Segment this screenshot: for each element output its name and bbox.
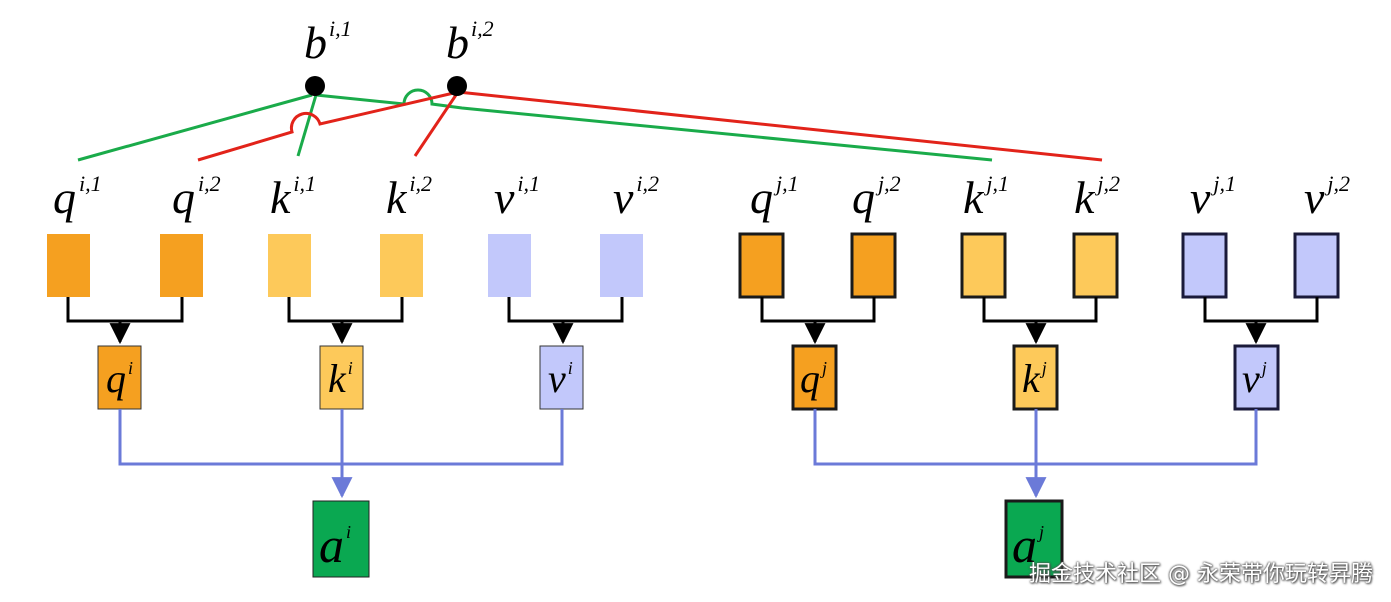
merge-connector-k-j [982,297,1098,342]
red-line-to-q-i2 [197,90,459,162]
head-box-v-i2 [600,234,643,297]
merged-box-q-i [97,345,142,410]
head-box-v-j1 [1181,232,1228,299]
merged-box-v-j [1233,344,1280,411]
green-line-to-k-j1 [315,88,993,162]
green-line-to-k-i1 [296,94,318,157]
merge-connector-q-j [760,297,876,342]
head-box-k-j2 [1072,232,1119,299]
merge-connector-v-j [1203,297,1319,342]
watermark-text: 掘金技术社区 @ 永荣带你玩转昇腾 [1029,562,1373,587]
merged-box-v-i [539,345,584,410]
source-box-a-j [1004,499,1064,579]
head-box-q-j2 [850,232,897,299]
merged-box-k-i [319,345,364,410]
output-label-b-i2: bi,2 [446,16,494,68]
output-nodes: bi,1 bi,2 [304,16,494,96]
green-line-to-q-i1 [77,93,313,162]
merge-connector-v-i [507,297,624,342]
output-node-b-i2 [447,76,467,96]
source-connector-j [813,409,1258,496]
merged-box-k-j [1012,344,1059,411]
merge-connector-q-i [66,297,184,342]
merge-connector-k-i [287,297,404,342]
head-box-v-i1 [488,234,531,297]
red-line-to-k-i2 [413,91,460,157]
attention-lines [77,88,1103,162]
head-box-q-j1 [738,232,785,299]
head-box-k-j1 [960,232,1007,299]
merged-box-q-j [791,344,838,411]
source-connector-i [118,409,564,496]
source-box-a-i [312,500,370,578]
head-box-k-i2 [380,234,423,297]
head-box-q-i1 [47,234,90,297]
output-node-b-i1 [305,76,325,96]
red-line-to-k-j2 [457,90,1103,162]
output-label-b-i1: bi,1 [304,16,352,68]
head-box-v-j2 [1293,232,1340,299]
head-box-k-i1 [268,234,311,297]
head-box-q-i2 [160,234,203,297]
